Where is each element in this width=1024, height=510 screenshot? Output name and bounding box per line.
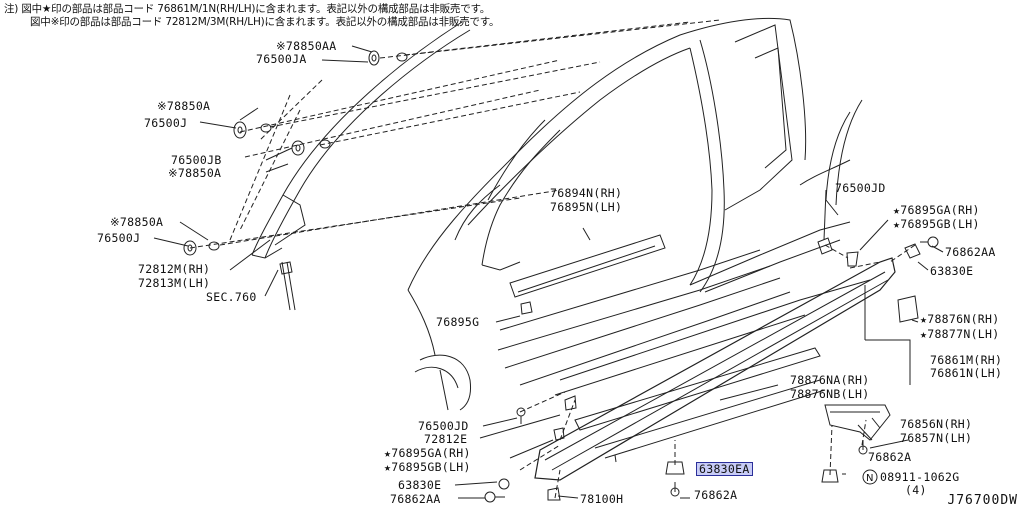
nut-n-icon: N bbox=[862, 469, 878, 485]
pillar-garnish bbox=[251, 21, 471, 259]
label-76862A-2[interactable]: 76862A bbox=[868, 450, 912, 464]
label-78850AA[interactable]: ※78850AA bbox=[276, 39, 337, 53]
label-76861M[interactable]: 76861M(RH) bbox=[930, 353, 1003, 367]
mud-guard bbox=[824, 404, 891, 441]
diagram-code: J76700DW bbox=[947, 493, 1018, 508]
body-frame bbox=[407, 17, 863, 411]
sill-molding bbox=[534, 257, 896, 481]
label-76895GA-top[interactable]: ★76895GA(RH) bbox=[893, 203, 980, 217]
label-08911-1062G[interactable]: 08911-1062G bbox=[880, 470, 960, 484]
assembly-dash-lines bbox=[189, 19, 916, 499]
label-76895GB-bottom[interactable]: ★76895GB(LH) bbox=[384, 460, 471, 474]
label-78100H[interactable]: 78100H bbox=[580, 492, 624, 506]
label-76500JB[interactable]: 76500JB bbox=[171, 153, 222, 167]
seal-piece bbox=[897, 295, 919, 323]
label-76895G[interactable]: 76895G bbox=[436, 315, 480, 329]
label-78876NB[interactable]: 78876NB(LH) bbox=[790, 387, 870, 401]
label-76500JD-top[interactable]: 76500JD bbox=[835, 181, 886, 195]
protector-strip bbox=[574, 347, 826, 463]
label-76862A-1[interactable]: 76862A bbox=[694, 488, 738, 502]
label-63830E-top[interactable]: 63830E bbox=[930, 264, 974, 278]
label-78876N[interactable]: ★78876N(RH) bbox=[920, 312, 1000, 326]
clip-icon bbox=[183, 50, 859, 501]
label-76861N[interactable]: 76861N(LH) bbox=[930, 366, 1003, 380]
label-76862AA-top[interactable]: 76862AA bbox=[945, 245, 996, 259]
label-72812E[interactable]: 72812E bbox=[424, 432, 468, 446]
svg-text:N: N bbox=[866, 473, 873, 484]
sill-body bbox=[497, 249, 791, 386]
parts-notes: 注) 図中★印の部品は部品コード 76861M/1N(RH/LH)に含まれます。… bbox=[4, 3, 500, 29]
label-72813M[interactable]: 72813M(LH) bbox=[138, 276, 211, 290]
label-76500J-2[interactable]: 76500J bbox=[97, 231, 141, 245]
label-78850A-3[interactable]: ※78850A bbox=[110, 215, 164, 229]
note-line-1: 注) 図中★印の部品は部品コード 76861M/1N(RH/LH)に含まれます。… bbox=[4, 3, 491, 15]
label-63830E-bottom[interactable]: 63830E bbox=[398, 478, 442, 492]
label-78877N[interactable]: ★78877N(LH) bbox=[920, 327, 1000, 341]
label-76500JA[interactable]: 76500JA bbox=[256, 52, 307, 66]
label-76862AA-bottom[interactable]: 76862AA bbox=[390, 492, 441, 506]
label-78850A-2[interactable]: ※78850A bbox=[168, 166, 222, 180]
label-76856N[interactable]: 76856N(RH) bbox=[900, 417, 973, 431]
label-76894N[interactable]: 76894N(RH) bbox=[550, 186, 623, 200]
bolt-icon bbox=[484, 236, 939, 503]
kick-plate bbox=[509, 234, 666, 298]
label-76857N[interactable]: 76857N(LH) bbox=[900, 431, 973, 445]
label-63830EA-highlighted[interactable]: 63830EA bbox=[696, 462, 753, 476]
label-72812M[interactable]: 72812M(RH) bbox=[138, 262, 211, 276]
label-76500J-1[interactable]: 76500J bbox=[144, 116, 188, 130]
label-08911-quantity: (4) bbox=[905, 483, 927, 497]
sec-760-pin bbox=[279, 261, 296, 311]
label-76895N[interactable]: 76895N(LH) bbox=[550, 200, 623, 214]
note-line-2: 図中※印の部品は部品コード 72812M/3M(RH/LH)に含まれます。表記以… bbox=[30, 16, 500, 28]
leader-lines bbox=[153, 45, 944, 499]
label-78850A-1[interactable]: ※78850A bbox=[157, 99, 211, 113]
label-76895GB-top[interactable]: ★76895GB(LH) bbox=[893, 217, 980, 231]
label-78876NA[interactable]: 78876NA(RH) bbox=[790, 373, 870, 387]
label-sec-760[interactable]: SEC.760 bbox=[206, 290, 257, 304]
label-76500JD-bottom[interactable]: 76500JD bbox=[418, 419, 469, 433]
label-76895GA-bottom[interactable]: ★76895GA(RH) bbox=[384, 446, 471, 460]
